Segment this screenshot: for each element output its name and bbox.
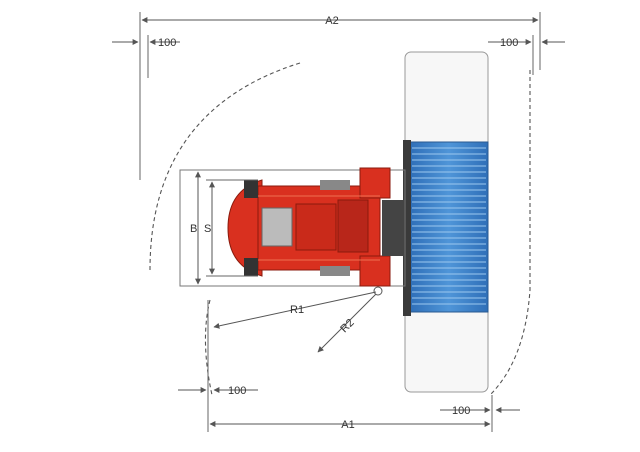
dimension-s: S — [204, 179, 258, 277]
dimension-bottom-left-100: 100 — [178, 300, 258, 432]
label-a1: A1 — [341, 419, 354, 431]
label-top-right-100: 100 — [500, 37, 518, 49]
dimension-top-left-100: 100 — [112, 35, 180, 78]
dimension-b: B — [190, 171, 201, 285]
dimension-top-right-100: 100 — [488, 35, 565, 75]
label-a2: A2 — [325, 15, 338, 27]
forklift-truck-top-view-icon — [179, 167, 406, 287]
label-s: S — [204, 223, 211, 235]
label-r2: R2 — [338, 317, 356, 335]
label-r1: R1 — [290, 304, 304, 316]
label-bottom-right-100: 100 — [452, 405, 470, 417]
container-load-icon — [409, 141, 489, 313]
inner-turning-arc — [204, 299, 213, 396]
label-bottom-left-100: 100 — [228, 385, 246, 397]
radius-r1: R1 — [213, 291, 377, 329]
dimension-a2: A2 — [139, 12, 541, 180]
turning-pivot-icon — [373, 286, 383, 296]
fork-carriage — [403, 140, 411, 316]
outer-turning-arc — [149, 62, 301, 271]
label-top-left-100: 100 — [158, 37, 176, 49]
right-envelope-arc — [489, 70, 531, 396]
dimension-bottom-right-100: 100 — [440, 395, 520, 432]
label-b: B — [190, 223, 197, 235]
dimension-a1: A1 — [209, 419, 491, 431]
